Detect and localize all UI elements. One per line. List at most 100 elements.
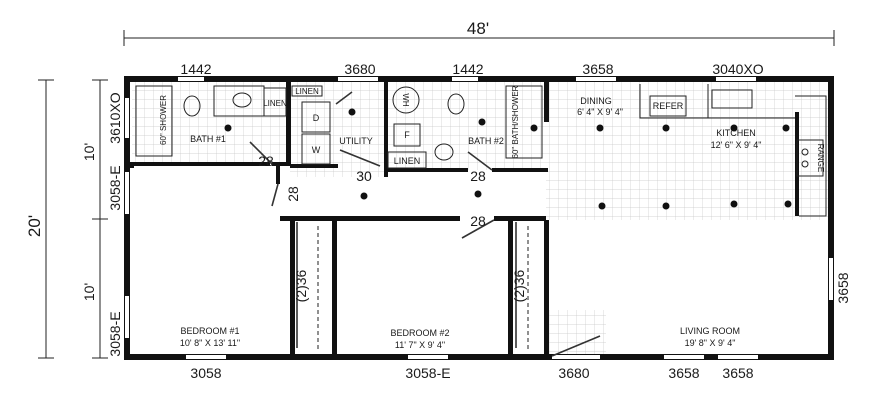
door-linen-utility xyxy=(335,91,353,105)
wall-bath1-utility xyxy=(286,82,291,166)
exterior-wall-left xyxy=(124,76,130,360)
light-kitchen xyxy=(662,124,670,132)
dim-overall-depth: 20' xyxy=(25,215,44,237)
window-label-utility-top: 3680 xyxy=(344,61,375,77)
exterior-wall-top xyxy=(124,76,834,82)
window-label-living-bottom-a: 3658 xyxy=(668,365,699,381)
light-kitchen-table xyxy=(662,202,670,210)
window-bath2-top xyxy=(452,77,478,81)
window-bath1-top xyxy=(178,77,204,81)
wall-hall-bottom xyxy=(280,216,460,221)
light-dining-table xyxy=(598,202,606,210)
room-size-living: 19' 8" X 9' 4" xyxy=(685,338,736,348)
light-dining xyxy=(596,124,604,132)
linen1-box xyxy=(263,87,287,117)
window-living-right xyxy=(829,258,833,300)
refrigerator-box xyxy=(649,95,687,117)
fixture-washer: W xyxy=(312,145,321,155)
wall-bed1-right xyxy=(290,216,295,356)
wall-bed1-hall xyxy=(276,166,280,184)
fixture-linen-bath1: LINEN xyxy=(263,99,287,108)
window-living-bottom-b xyxy=(718,355,758,359)
light-bath2-shower xyxy=(530,124,538,132)
window-bed1-left-upper xyxy=(125,172,129,214)
room-size-kitchen: 12' 6" X 9' 4" xyxy=(711,140,762,150)
fixture-shower1: 60" SHOWER xyxy=(159,95,168,145)
window-bath1-left xyxy=(125,98,129,138)
entry-tile-floor xyxy=(548,310,606,356)
room-size-bedroom1: 10' 8" X 13' 11" xyxy=(180,338,240,348)
tub2 xyxy=(505,85,543,159)
window-label-bath2-top: 1442 xyxy=(452,61,483,77)
room-name-living: LIVING ROOM xyxy=(680,326,740,336)
window-kitchen-top xyxy=(716,77,756,81)
kitchen-sink xyxy=(711,89,753,109)
dim-lower-half: 10' xyxy=(81,283,97,301)
light-hall xyxy=(474,190,482,198)
bath1-tile-floor xyxy=(132,82,286,164)
door-bath1 xyxy=(249,141,273,165)
room-size-dining: 6' 4" X 9' 4" xyxy=(577,107,623,117)
wall-bed1-top xyxy=(130,162,270,166)
wall-bath2-bottom xyxy=(388,168,468,172)
window-bed1-left-lower xyxy=(125,296,129,338)
door-label-utility: 30 xyxy=(356,168,372,184)
washer-box xyxy=(301,133,331,165)
door-label-bath2: 28 xyxy=(470,168,486,184)
sink1 xyxy=(232,92,252,108)
room-name-bath2: BATH #2 xyxy=(468,136,504,146)
room-name-utility: UTILITY xyxy=(339,136,373,146)
exterior-wall-bottom xyxy=(124,354,834,360)
room-name-kitchen: KITCHEN xyxy=(716,128,756,138)
window-dining-top xyxy=(576,77,616,81)
kitchen-counter xyxy=(639,84,827,217)
door-utility xyxy=(339,149,381,167)
linen-utility-box xyxy=(291,85,323,97)
door-front xyxy=(551,335,601,357)
room-name-bedroom1: BEDROOM #1 xyxy=(180,326,239,336)
exterior-wall-right xyxy=(828,76,834,360)
range-burner xyxy=(801,148,809,156)
room-name-bath1: BATH #1 xyxy=(190,134,226,144)
fixture-shower2: 60" BATH/SHOWER xyxy=(511,85,520,158)
light-kitchen xyxy=(730,124,738,132)
shower1-box xyxy=(135,85,173,157)
sink2 xyxy=(434,143,454,161)
window-label-front-door: 3680 xyxy=(558,365,589,381)
window-label-living-right: 3658 xyxy=(835,272,851,303)
door-hall-left xyxy=(271,183,279,207)
light-kitchen xyxy=(782,124,790,132)
room-name-dining: DINING xyxy=(580,96,612,106)
window-label-bed1-bottom: 3058 xyxy=(190,365,221,381)
front-door-opening xyxy=(552,355,600,359)
fixture-furnace: F xyxy=(404,130,410,140)
door-label-bath1: 28 xyxy=(258,153,274,169)
window-bed1-bottom xyxy=(186,355,226,359)
light-bath2 xyxy=(478,118,486,126)
door-bed2 xyxy=(461,219,495,239)
light-utility xyxy=(348,108,356,116)
window-utility-top xyxy=(338,77,378,81)
dim-upper-half: 10' xyxy=(81,143,97,161)
wall-hall-bottom-right xyxy=(494,216,546,221)
door-label-bed2: 28 xyxy=(470,213,486,229)
window-label-bed1-left-lower: 3058-E xyxy=(107,311,123,356)
wall-bed2-left xyxy=(332,220,337,356)
kitchen-dining-tile-floor xyxy=(546,82,828,220)
light-kitchen-table xyxy=(784,200,792,208)
door-label-closet2: (2)36 xyxy=(511,269,527,302)
water-heater-tank xyxy=(392,86,420,114)
dim-overall-width: 48' xyxy=(467,19,489,38)
wall-utility-bottom xyxy=(290,164,338,168)
room-name-bedroom2: BEDROOM #2 xyxy=(390,328,449,338)
wall-bed2-right xyxy=(508,220,513,356)
window-label-bath1-left: 3610XO xyxy=(107,92,123,143)
light-kitchen-table xyxy=(730,200,738,208)
window-label-dining-top: 3658 xyxy=(582,61,613,77)
window-label-bed1-left-upper: 3058-E xyxy=(107,165,123,210)
dryer-box xyxy=(301,101,331,133)
wall-bath1-bottom-right xyxy=(272,162,290,166)
fixture-range: RANGE xyxy=(816,144,825,172)
range-box xyxy=(796,139,824,177)
